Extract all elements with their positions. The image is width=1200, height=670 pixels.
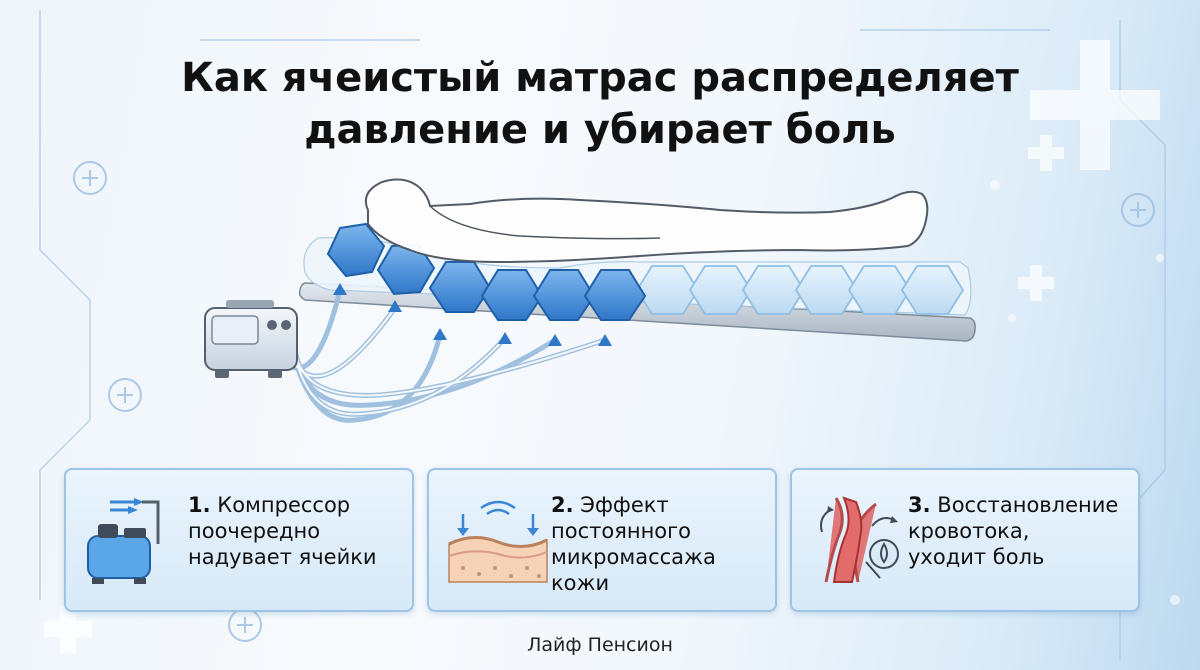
card-3-line-2: кровотока,	[908, 519, 1030, 543]
title-line-2: давление и убирает боль	[304, 107, 896, 153]
air-cell	[532, 269, 596, 321]
airflow-arrows	[333, 283, 612, 346]
card-3-line-1: Восстановление	[937, 493, 1119, 517]
card-1-text: 1. Компрессор поочередно надувает ячейки	[188, 492, 377, 570]
info-card-massage: 2. Эффект постоянного микромассажа кожи	[427, 468, 777, 612]
info-card-blood-flow: 3. Восстановление кровотока, уходит боль	[790, 468, 1140, 612]
air-cell	[847, 265, 912, 315]
skin-massage-icon	[448, 500, 548, 583]
compressor-unit	[204, 300, 298, 378]
compressor-icon	[87, 498, 160, 584]
air-cell	[741, 265, 806, 315]
card-2-line-4: кожи	[551, 571, 610, 595]
info-card-compressor: 1. Компрессор поочередно надувает ячейки	[64, 468, 414, 612]
inflated-cells	[326, 222, 647, 321]
card-1-line-2: поочередно	[188, 519, 321, 543]
card-2-line-3: микромассажа	[551, 545, 716, 569]
deflated-cells	[635, 265, 965, 315]
card-2-line-1: Эффект	[580, 493, 669, 517]
patient-silhouette	[364, 178, 929, 264]
air-cell	[326, 222, 386, 278]
air-cell	[583, 269, 647, 321]
air-cell	[900, 265, 965, 315]
air-cell	[688, 265, 753, 315]
card-3-number: 3.	[908, 493, 931, 517]
card-2-text: 2. Эффект постоянного микромассажа кожи	[551, 492, 716, 596]
title-line-1: Как ячеистый матрас распределяет	[181, 55, 1019, 101]
page-title: Как ячеистый матрас распределяет давлени…	[0, 52, 1200, 156]
air-cell	[794, 265, 859, 315]
card-3-text: 3. Восстановление кровотока, уходит боль	[908, 492, 1118, 570]
card-1-line-1: Компрессор	[217, 493, 351, 517]
card-3-line-3: уходит боль	[908, 545, 1045, 569]
blood-vessel-icon	[820, 496, 899, 583]
card-1-line-3: надувает ячейки	[188, 545, 377, 569]
air-cell	[480, 269, 544, 321]
card-1-number: 1.	[188, 493, 211, 517]
card-2-line-2: постоянного	[551, 519, 692, 543]
brand-footer: Лайф Пенсион	[527, 634, 673, 656]
card-2-number: 2.	[551, 493, 574, 517]
